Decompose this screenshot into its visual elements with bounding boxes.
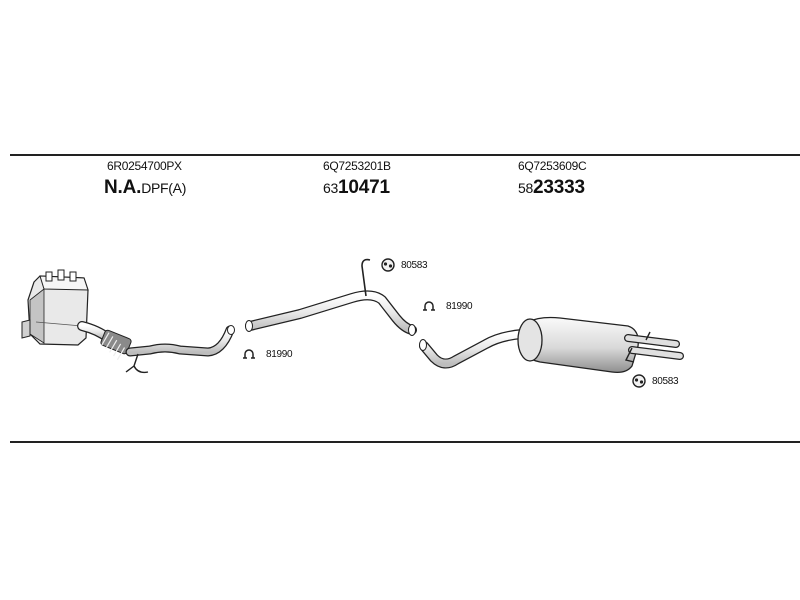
dpf-sensor-boss [57, 269, 65, 281]
callout-rubber-mount-rear: 80583 [632, 374, 679, 388]
muffler-front-cap [517, 318, 543, 362]
callout-pipe-clamp-front: 81990 [242, 347, 293, 361]
part-label-center-pipe: 6Q7253201B 6310471 [323, 160, 391, 197]
top-divider [10, 154, 800, 156]
tail-pipe-lower-inner [629, 347, 683, 359]
rear-inlet-pipe-inner [420, 330, 526, 368]
rubber-mount-icon [632, 374, 646, 388]
center-pipe-rear-end [408, 324, 416, 336]
part-number: 6Q7253609C [518, 159, 587, 173]
code-number: DPF(A) [141, 180, 187, 196]
part-number: 6R0254700PX [107, 159, 182, 173]
code-prefix: N.A. [104, 177, 142, 198]
diesel-particulate-filter-drawing [21, 269, 235, 374]
part-code: 5823333 [518, 178, 586, 197]
rear-inlet-pipe-end [419, 339, 427, 351]
callout-rubber-mount-upper: 80583 [381, 258, 428, 272]
pipe-clamp-icon [243, 349, 255, 359]
rubber-mount-icon [381, 258, 395, 272]
callout-label: 80583 [652, 375, 679, 387]
muffler-hanger [624, 347, 635, 363]
code-number: 10471 [337, 177, 390, 198]
rear-muffler-drawing [419, 316, 684, 374]
callout-label: 81990 [446, 300, 473, 312]
tail-pipe-upper-inner [625, 335, 679, 347]
dpf-bracket [21, 319, 31, 339]
callout-label: 81990 [266, 348, 293, 360]
part-code: N.A.DPF(A) [104, 178, 186, 197]
bottom-divider [10, 441, 800, 443]
dpf-sensor-boss [69, 271, 77, 282]
center-pipe-drawing [245, 258, 417, 336]
dpf-sensor-boss [45, 271, 53, 282]
pipe-clamp-icon [423, 301, 435, 311]
center-pipe-inner [246, 291, 416, 334]
center-pipe-hanger-rod [361, 258, 371, 297]
dpf-heat-shield-line [35, 321, 83, 327]
callout-pipe-clamp-center: 81990 [422, 299, 473, 313]
part-label-diesel-particulate-filter: 6R0254700PX N.A.DPF(A) [104, 159, 186, 197]
front-pipe-end [227, 325, 235, 335]
flex-joint [100, 329, 132, 361]
muffler-hanger [645, 331, 651, 341]
center-pipe-front-end [245, 320, 253, 332]
part-number: 6Q7253201B [323, 159, 391, 173]
code-prefix: 63 [323, 180, 338, 196]
front-pipe-hanger [125, 353, 149, 374]
callout-label: 80583 [401, 259, 428, 271]
code-number: 23333 [532, 177, 585, 198]
part-label-rear-muffler: 6Q7253609C 5823333 [518, 159, 587, 197]
code-prefix: 58 [518, 180, 533, 196]
part-code: 6310471 [323, 178, 391, 197]
front-pipe-inner [126, 326, 234, 356]
